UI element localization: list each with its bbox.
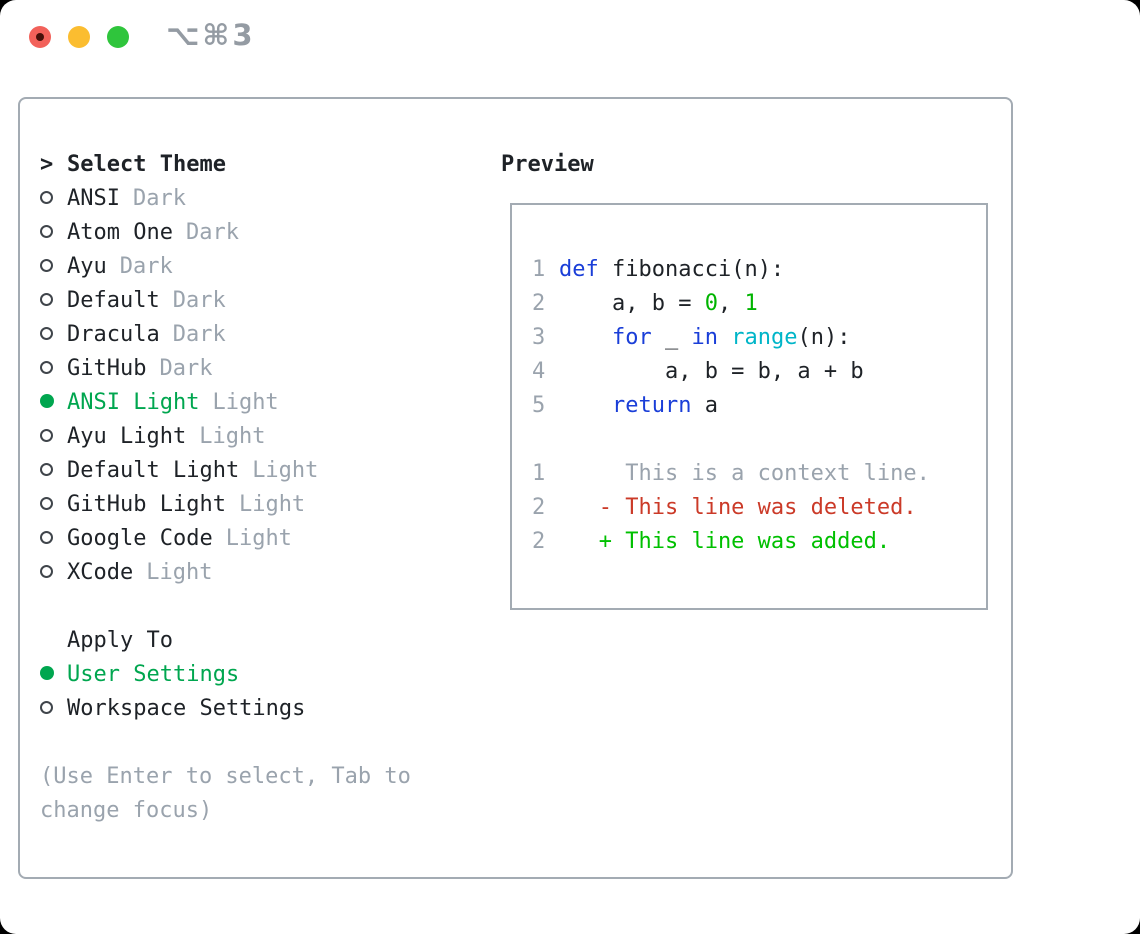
theme-name: ANSI Light <box>67 390 200 415</box>
theme-tag: Dark <box>172 288 226 313</box>
radio-selected-icon <box>40 394 54 408</box>
theme-name: Google Code <box>67 526 213 551</box>
apply-to-title: Apply To <box>67 628 173 653</box>
theme-option-google-code[interactable]: Google Code Light <box>40 522 411 556</box>
theme-option-atom-one-dark[interactable]: Atom One Dark <box>40 216 411 250</box>
diff-deleted-line: 2 - This line was deleted. <box>532 491 986 525</box>
close-button[interactable] <box>29 26 51 48</box>
theme-option-github-light[interactable]: GitHub Light Light <box>40 488 411 522</box>
blank-line <box>532 423 986 457</box>
code-line-5: 5 return a <box>532 389 986 423</box>
theme-option-default-light[interactable]: Default Light Light <box>40 454 411 488</box>
line-number: 1 <box>532 257 546 282</box>
select-theme-title: Select Theme <box>67 152 226 177</box>
theme-tag: Light <box>199 424 266 449</box>
radio-unselected-icon <box>40 463 53 476</box>
theme-name: GitHub <box>67 356 147 381</box>
theme-tag: Dark <box>159 356 213 381</box>
theme-option-xcode[interactable]: XCode Light <box>40 556 411 590</box>
theme-name: ANSI <box>67 186 120 211</box>
diff-context-line: 1 This is a context line. <box>532 457 986 491</box>
minimize-button[interactable] <box>68 26 90 48</box>
radio-unselected-icon <box>40 259 53 272</box>
radio-unselected-icon <box>40 191 53 204</box>
select-theme-header: > Select Theme <box>40 148 411 182</box>
theme-name: Ayu <box>67 254 107 279</box>
code-line-4: 4 a, b = b, a + b <box>532 355 986 389</box>
theme-name: Ayu Light <box>67 424 187 449</box>
theme-option-ansi-light[interactable]: ANSI Light Light <box>40 386 411 420</box>
code-line-3: 3 for _ in range(n): <box>532 321 986 355</box>
radio-unselected-icon <box>40 701 53 714</box>
theme-option-ayu-dark[interactable]: Ayu Dark <box>40 250 411 284</box>
theme-option-default-dark[interactable]: Default Dark <box>40 284 411 318</box>
line-number: 2 <box>532 291 546 316</box>
zoom-button[interactable] <box>107 26 129 48</box>
theme-option-dracula-dark[interactable]: Dracula Dark <box>40 318 411 352</box>
apply-option-label: User Settings <box>67 662 240 687</box>
preview-title: Preview <box>501 152 594 177</box>
theme-name: Default <box>67 288 160 313</box>
apply-to-header: Apply To <box>40 624 411 658</box>
code-line-2: 2 a, b = 0, 1 <box>532 287 986 321</box>
theme-name: Dracula <box>67 322 160 347</box>
radio-unselected-icon <box>40 361 53 374</box>
radio-unselected-icon <box>40 293 53 306</box>
theme-name: Atom One <box>67 220 173 245</box>
hint-text-line-2: change focus) <box>40 798 213 823</box>
line-number: 5 <box>532 393 546 418</box>
close-button-dot-icon <box>36 33 44 41</box>
apply-option-workspace-settings[interactable]: Workspace Settings <box>40 692 411 726</box>
theme-name: GitHub Light <box>67 492 226 517</box>
theme-tag: Dark <box>172 322 226 347</box>
hint-text-line-1: (Use Enter to select, Tab to <box>40 764 411 789</box>
window-controls <box>29 26 129 48</box>
theme-tag: Light <box>238 492 306 517</box>
radio-unselected-icon <box>40 225 53 238</box>
apply-option-user-settings[interactable]: User Settings <box>40 658 411 692</box>
radio-unselected-icon <box>40 429 53 442</box>
theme-tag: Light <box>146 560 213 585</box>
theme-name: XCode <box>67 560 134 585</box>
theme-name: Default Light <box>67 458 240 483</box>
theme-option-ayu-light[interactable]: Ayu Light Light <box>40 420 411 454</box>
apply-option-label: Workspace Settings <box>67 696 306 721</box>
selection-caret-icon: > <box>40 152 54 177</box>
line-number: 2 <box>532 495 546 520</box>
window-shortcut-label: ⌥⌘3 <box>166 18 256 52</box>
theme-option-ansi-dark[interactable]: ANSI Dark <box>40 182 411 216</box>
line-number: 2 <box>532 529 546 554</box>
line-number: 1 <box>532 461 546 486</box>
diff-added-line: 2 + This line was added. <box>532 525 986 559</box>
theme-option-github-dark[interactable]: GitHub Dark <box>40 352 411 386</box>
theme-tag: Light <box>225 526 292 551</box>
line-number: 4 <box>532 359 546 384</box>
radio-unselected-icon <box>40 531 53 544</box>
radio-unselected-icon <box>40 497 53 510</box>
theme-tag: Dark <box>185 220 239 245</box>
line-number: 3 <box>532 325 546 350</box>
theme-tag: Dark <box>119 254 173 279</box>
radio-selected-icon <box>40 666 54 680</box>
theme-tag: Light <box>252 458 319 483</box>
radio-unselected-icon <box>40 327 53 340</box>
radio-unselected-icon <box>40 565 53 578</box>
theme-tag: Light <box>212 390 279 415</box>
theme-tag: Dark <box>132 186 186 211</box>
